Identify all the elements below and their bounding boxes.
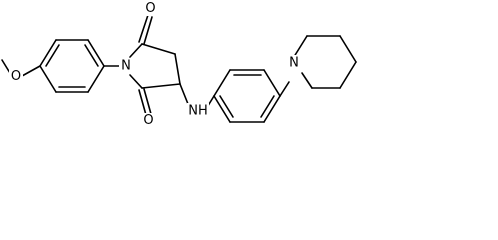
ring-bond — [213, 95, 231, 123]
atom-labels: O N O O NH N — [9, 1, 301, 128]
imide-nitrogen-label: N — [121, 59, 131, 74]
ring-bond — [339, 35, 357, 63]
ring-bond-inner — [45, 44, 60, 67]
amine-nh-label: NH — [188, 104, 208, 119]
ring-bond — [141, 83, 181, 89]
ring-bond — [174, 53, 181, 85]
ring-bond — [87, 39, 105, 67]
upper-carbonyl-double-bond — [143, 16, 153, 45]
imide-nitrogen-atom: N — [119, 58, 133, 74]
ring-bond — [39, 65, 57, 93]
methoxyphenyl-ring — [39, 39, 105, 93]
methoxy-group — [1, 59, 41, 77]
ring-bond — [87, 65, 105, 93]
lower-carbonyl-oxygen-label: O — [143, 113, 153, 128]
ring-bond — [263, 95, 281, 123]
bond-aryl-piperidine-n — [279, 81, 290, 97]
ring-bond — [39, 39, 57, 67]
piperidine-nitrogen-label: N — [289, 56, 299, 71]
bond-o-aryl — [21, 65, 41, 77]
ring-bond-inner — [260, 95, 275, 118]
succinimide-ring — [129, 14, 181, 116]
lower-carbonyl-oxygen-atom: O — [141, 113, 156, 128]
lower-carbonyl-double-bond — [138, 89, 147, 116]
ring-bond — [263, 69, 281, 97]
upper-carbonyl-double-bond — [138, 14, 149, 43]
piperidine-ring — [291, 35, 357, 89]
piperidine-nitrogen-atom: N — [287, 55, 301, 71]
bond-n-upper-carbonyl — [129, 43, 143, 58]
ring-bond-inner — [219, 95, 234, 118]
amine-nh-atom: NH — [187, 103, 209, 119]
ring-bond — [213, 69, 231, 97]
bond-methyl-o — [1, 59, 11, 74]
methoxy-oxygen-label: O — [11, 69, 21, 84]
ring-bond — [339, 61, 357, 89]
ring-bond — [141, 43, 176, 55]
bond-n-lower-carbonyl — [129, 74, 143, 89]
upper-carbonyl-oxygen-atom: O — [143, 1, 158, 16]
ring-bond-inner — [84, 44, 99, 67]
upper-carbonyl-oxygen-label: O — [145, 1, 155, 16]
methoxy-oxygen-atom: O — [9, 69, 23, 84]
molecule-structure-diagram: O N O O NH N — [1, 1, 357, 128]
lower-carbonyl-double-bond — [143, 88, 152, 115]
aminophenyl-ring — [213, 69, 281, 123]
ring-bond — [301, 72, 313, 89]
